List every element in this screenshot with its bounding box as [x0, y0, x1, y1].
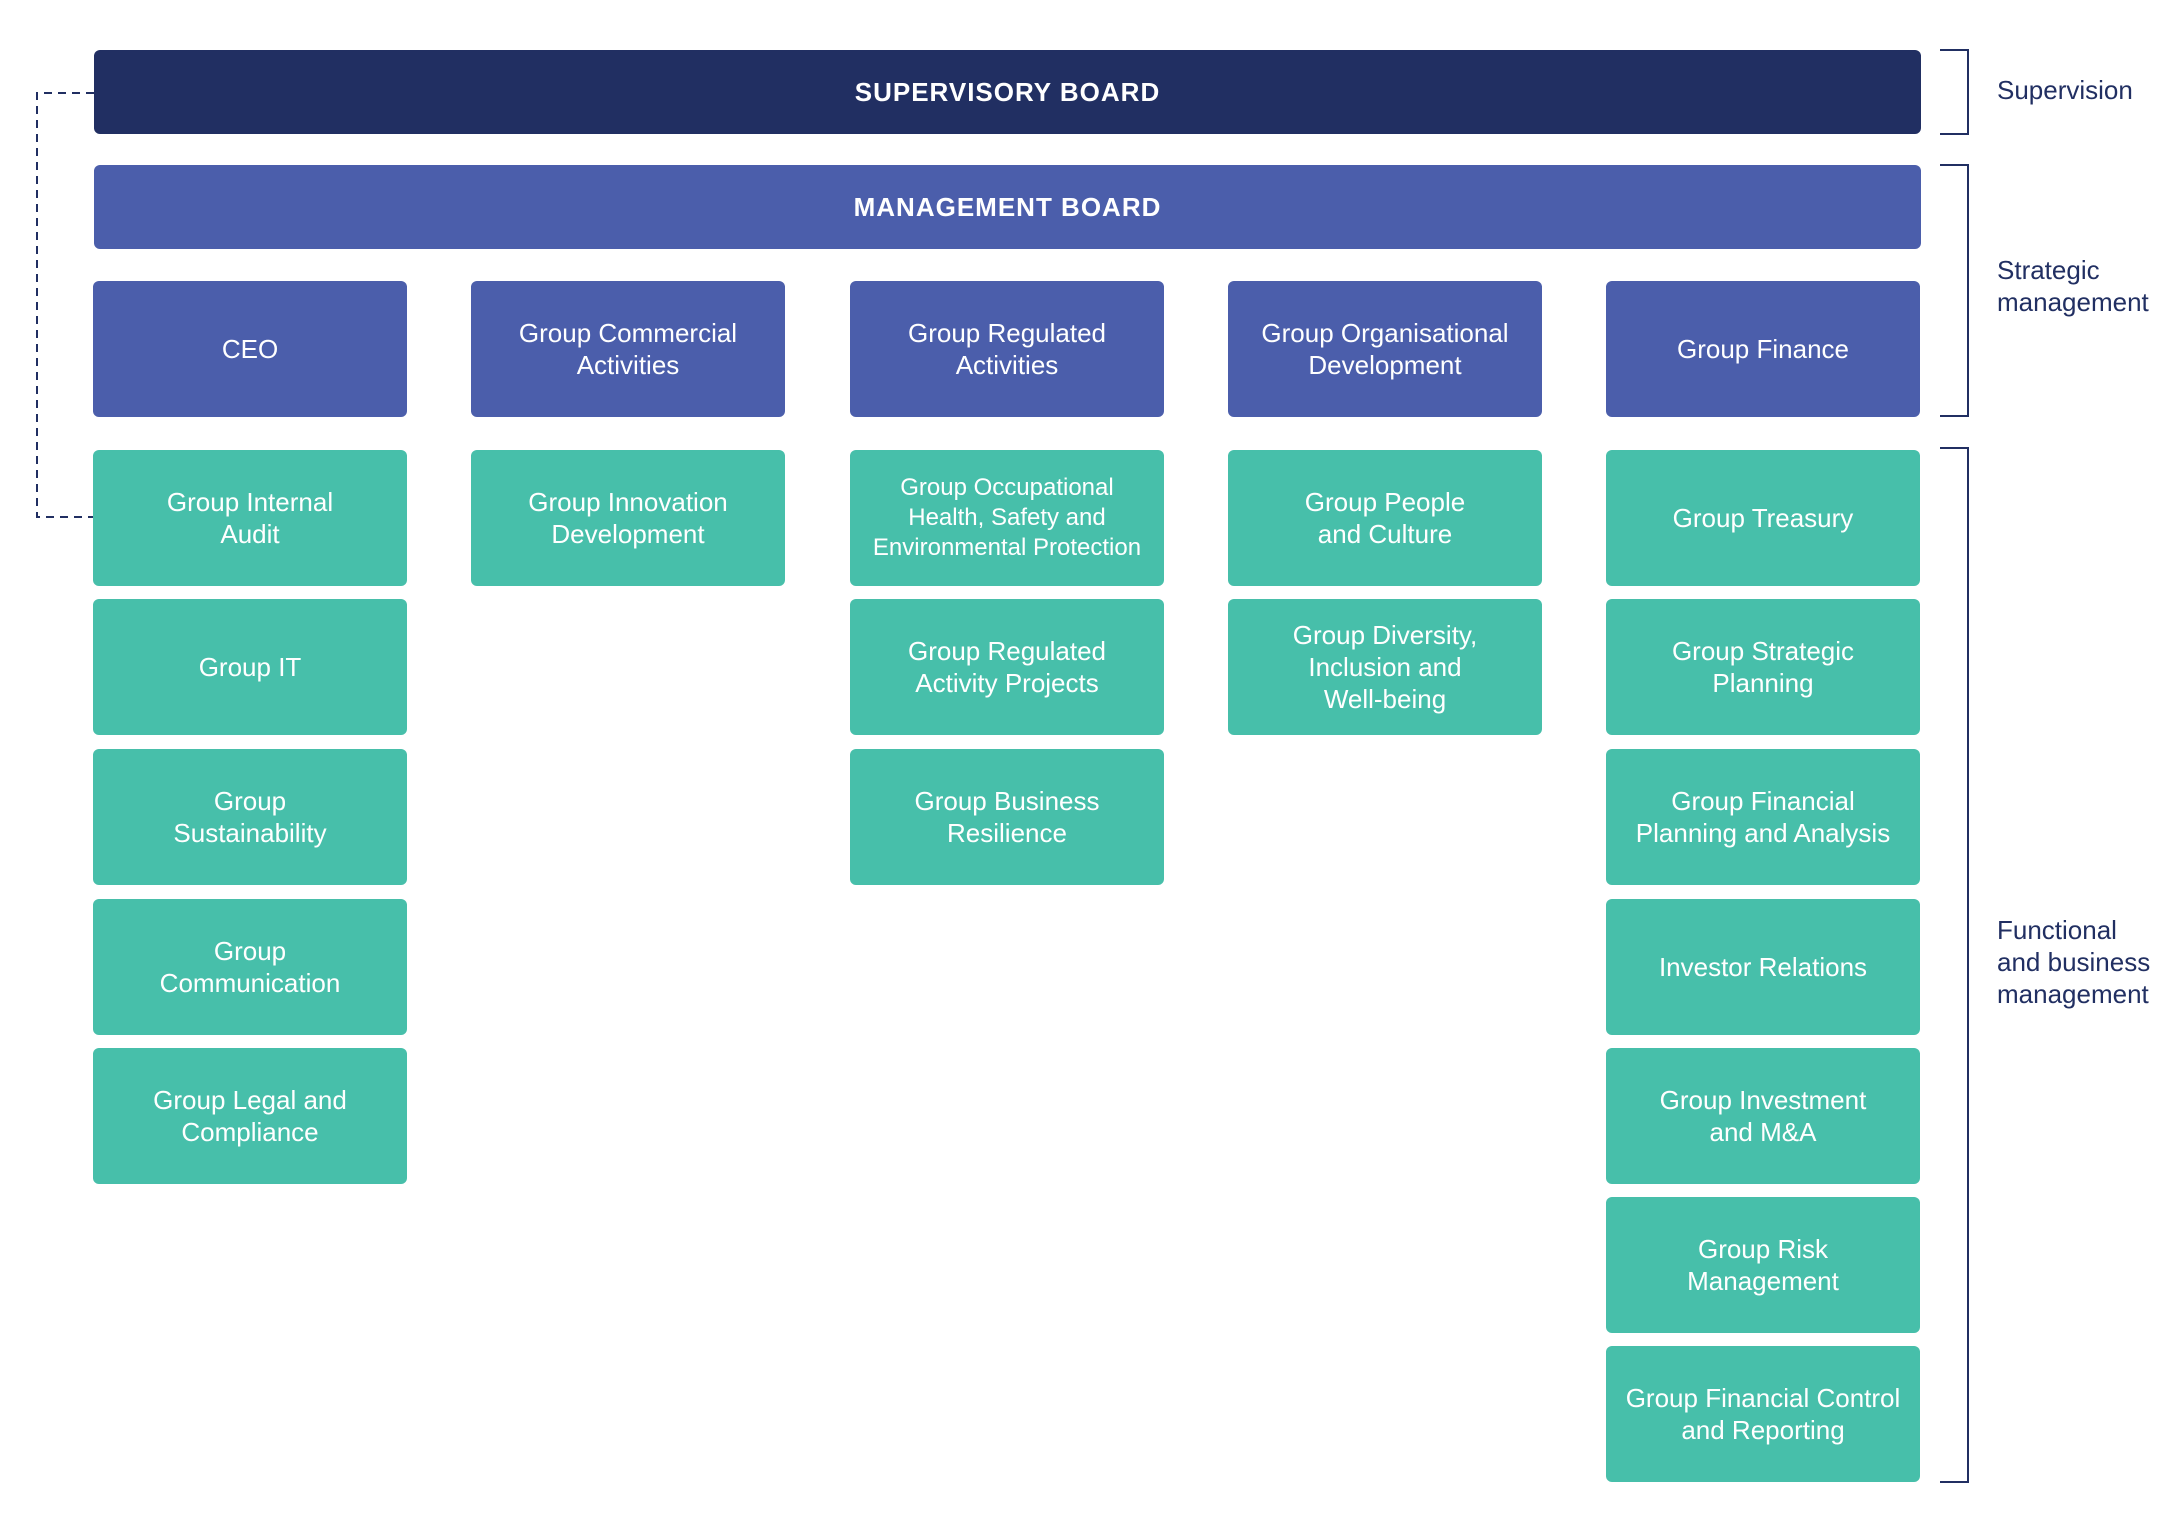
commercial-activities-box: Group Commercial Activities [471, 281, 785, 417]
regulated-activities-label: Group Regulated Activities [907, 318, 1107, 380]
unit-box: Group IT [93, 599, 407, 735]
strategic-bracket [1940, 164, 1969, 417]
unit-label: Group Regulated Activity Projects [907, 636, 1107, 698]
unit-label: Group Communication [159, 936, 341, 998]
management-board-label: MANAGEMENT BOARD [853, 191, 1162, 222]
ceo-label: CEO [221, 334, 279, 364]
management-board: MANAGEMENT BOARD [94, 165, 1921, 249]
regulated-activities-box: Group Regulated Activities [850, 281, 1164, 417]
unit-box: Group Legal and Compliance [93, 1048, 407, 1184]
organisational-development-label: Group Organisational Development [1261, 318, 1509, 380]
strategic-level-label: Strategic management [1997, 255, 2149, 317]
unit-box: Group Financial Control and Reporting [1606, 1346, 1920, 1482]
unit-box: Group Innovation Development [471, 450, 785, 586]
organisational-development-box: Group Organisational Development [1228, 281, 1542, 417]
unit-label: Group Legal and Compliance [153, 1085, 347, 1147]
supervision-level-label: Supervision [1997, 75, 2133, 105]
unit-label: Group Strategic Planning [1671, 636, 1855, 698]
unit-box: Investor Relations [1606, 899, 1920, 1035]
unit-label: Group People and Culture [1304, 487, 1466, 549]
unit-label: Group Innovation Development [528, 487, 728, 549]
group-finance-label: Group Finance [1677, 334, 1849, 364]
unit-box: Group Strategic Planning [1606, 599, 1920, 735]
unit-box: Group Risk Management [1606, 1197, 1920, 1333]
ceo-box: CEO [93, 281, 407, 417]
unit-box: Group Sustainability [93, 749, 407, 885]
unit-box: Group Occupational Health, Safety and En… [850, 450, 1164, 586]
unit-box: Group Internal Audit [93, 450, 407, 586]
unit-label: Group Internal Audit [166, 487, 334, 549]
functional-level-label: Functional and business management [1997, 915, 2151, 1009]
unit-box: Group Investment and M&A [1606, 1048, 1920, 1184]
unit-label: Group Diversity, Inclusion and Well-bein… [1292, 620, 1478, 714]
unit-label: Group Investment and M&A [1659, 1085, 1867, 1147]
unit-label: Group Financial Planning and Analysis [1635, 786, 1891, 848]
unit-label: Group Financial Control and Reporting [1625, 1383, 1901, 1445]
group-finance-box: Group Finance [1606, 281, 1920, 417]
unit-label: Group Occupational Health, Safety and En… [872, 474, 1142, 561]
unit-box: Group Business Resilience [850, 749, 1164, 885]
unit-box: Group People and Culture [1228, 450, 1542, 586]
unit-label: Group Business Resilience [914, 786, 1100, 848]
commercial-activities-label: Group Commercial Activities [518, 318, 738, 380]
unit-label: Investor Relations [1658, 952, 1868, 982]
unit-label: Group Risk Management [1687, 1234, 1839, 1296]
unit-box: Group Financial Planning and Analysis [1606, 749, 1920, 885]
unit-box: Group Treasury [1606, 450, 1920, 586]
unit-box: Group Diversity, Inclusion and Well-bein… [1228, 599, 1542, 735]
supervisory-board-label: SUPERVISORY BOARD [854, 76, 1161, 107]
unit-box: Group Communication [93, 899, 407, 1035]
audit-reporting-dashed-line [36, 92, 94, 518]
supervisory-board: SUPERVISORY BOARD [94, 50, 1921, 134]
unit-label: Group IT [198, 652, 302, 682]
unit-label: Group Treasury [1672, 503, 1854, 533]
unit-box: Group Regulated Activity Projects [850, 599, 1164, 735]
unit-label: Group Sustainability [173, 786, 327, 848]
supervision-bracket [1940, 49, 1969, 135]
functional-bracket [1940, 447, 1969, 1483]
